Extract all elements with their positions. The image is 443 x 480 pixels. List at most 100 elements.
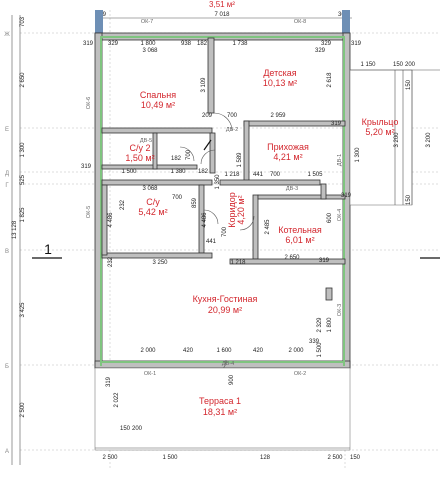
dim-600: 600 [327,212,333,223]
left-dimensions: 703 2 650 1 300 525 1 825 13 128 3 425 2… [11,15,26,465]
room-kitchen-name: Кухня-Гостиная [193,294,258,304]
dim-1505: 1 505 [307,172,323,178]
room-labels: Спальня 10,49 м² Детская 10,13 м² Крыльц… [125,68,398,417]
dim-3068-mid: 3 068 [142,186,158,192]
room-kids-name: Детская [263,68,296,78]
dim-700-b: 700 [186,149,192,160]
dim-3068-top: 3 068 [142,48,158,54]
axis-e: Е [5,127,9,133]
axis-d: Д [5,171,9,177]
dim-top-1738: 1 738 [232,41,248,47]
dim-1800: 1 800 [327,317,333,333]
dim-2000-a: 2 000 [140,348,156,354]
door-dv2: ДВ-2 [226,127,238,133]
dim-209: 209 [202,113,213,119]
outer-walls [94,32,351,369]
dim-700-a: 700 [227,113,238,119]
room-corridor-name: Коридор [227,192,237,228]
axis-b: Б [5,364,9,370]
door-dv4: ДВ-4 [222,361,234,367]
dim-4486-corr: 4 486 [202,212,208,228]
top-area-note: 3,51 м² [209,0,235,9]
window-ok5: ОК-5 [86,206,92,218]
dim-terrace-2500b: 128 [260,455,271,461]
dim-319-terrace: 319 [106,376,112,387]
dim-319-porch: 319 [341,193,352,199]
dim-329-kids: 329 [315,48,326,54]
room-hall-name: Прихожая [267,142,309,152]
dim-182-b: 182 [198,169,209,175]
dim-left-13128: 13 128 [12,220,18,239]
dim-1380: 1 380 [170,169,186,175]
dim-2000-b: 2 000 [288,348,304,354]
window-ok4: ОК-4 [337,209,343,221]
dim-1500-wc2: 1 500 [121,169,137,175]
window-ok2: ОК-2 [294,371,306,377]
dim-4486-left: 4 486 [108,212,114,228]
room-wc-area: 5,42 м² [138,207,167,217]
dim-left-525: 525 [20,174,26,185]
door-dv5: ДВ-5 [140,138,152,144]
axis-a: А [5,449,9,455]
dim-terrace-2500a: 1 500 [162,455,178,461]
axis-g: Г [5,183,9,189]
dim-left-2650: 2 650 [20,72,26,88]
window-ok1: ОК-1 [144,371,156,377]
dim-left-1300: 1 300 [20,142,26,158]
interior-dimensions: 3 068 3 109 2 618 329 209 700 2 959 319 … [81,48,400,432]
dim-terrace-128a: 2 500 [102,455,118,461]
dim-left-703: 703 [20,16,26,27]
room-kids-area: 10,13 м² [263,78,297,88]
room-wc2-area: 1,50 м² [125,153,154,163]
room-hall-area: 4,21 м² [273,152,302,162]
dim-top-319b: 319 [351,41,362,47]
room-corridor-area: 4,20 м² [236,195,246,224]
dim-left-1825: 1 825 [20,207,26,223]
window-ok7: ОК-7 [141,19,153,25]
dim-319-left: 319 [81,164,92,170]
dim-3109: 3 109 [201,77,207,93]
dim-top-319a: 319 [83,41,94,47]
dim-319-hall: 319 [331,121,342,127]
dim-700-e: 700 [222,226,228,237]
dim-232-a: 232 [120,199,126,210]
dim-3250: 3 250 [152,260,168,266]
room-porch-name: Крыльцо [362,117,399,127]
room-bedroom-name: Спальня [140,90,176,100]
dim-porch-150: 150 [393,62,404,68]
room-kitchen-area: 20,99 м² [208,305,242,315]
dim-1218-a: 1 218 [224,172,240,178]
room-wc-name: С/у [146,197,160,207]
room-wc2-name: С/у 2 [129,143,150,153]
dim-terrace-150: 2 500 [327,455,343,461]
dim-left-3425: 3 425 [20,302,26,318]
room-boiler-name: Котельная [278,225,322,235]
dim-420-a: 420 [183,348,194,354]
dim-700-d: 700 [172,195,183,201]
dim-porch-150b: 150 [406,194,412,205]
dim-1500-kitchen: 1 500 [317,342,323,358]
column-top-right [342,10,350,35]
terrace: 2 500 1 500 128 2 500 150 [94,367,361,461]
dim-2485: 2 485 [265,219,271,235]
axis-v: В [5,249,9,255]
dim-700-c: 700 [270,172,281,178]
dim-top-329b: 329 [321,41,332,47]
dim-319-boiler: 319 [319,258,330,264]
section-marker-label: 1 [44,241,52,257]
dim-1589: 1 589 [237,152,243,168]
dim-441-b: 441 [206,239,217,245]
dim-2618: 2 618 [327,72,333,88]
dim-7018: 7 018 [214,12,230,18]
dim-1218-b: 1 218 [230,260,246,266]
dim-top-1800: 1 800 [140,41,156,47]
dim-2022: 2 022 [114,392,120,408]
dim-232-b: 232 [108,256,114,267]
axis-letters: Ж Е Д Г В Б А [4,32,10,455]
room-terrace-area: 18,31 м² [203,407,237,417]
dim-porch-3200: 3 200 [426,132,432,148]
dim-182-a: 182 [171,156,182,162]
dim-porch-150a: 150 [406,79,412,90]
porch-steps: 1 150 150 200 3 200 150 150 [349,62,440,206]
dim-1300-porch: 1 300 [355,147,361,163]
